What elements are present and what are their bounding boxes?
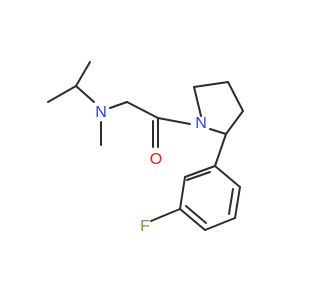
atom-label-carbonyl-oxygen: O [150,151,162,168]
bond-phenyl-right-bottom-double [228,188,234,215]
bond-phenyl-fluorine [150,208,181,222]
bond-ring-n-c2 [193,86,202,117]
molecule-structure: N N O F [47,61,244,235]
bond-phenyl-top-left [184,165,216,178]
bond-ch2-carbonyl [126,101,159,119]
atom-label-amine-nitrogen: N [95,104,107,121]
bond-phenyl-top-left-double [186,171,211,181]
molecule-canvas: N N O F [47,61,244,235]
bond-pyrrolidine-phenyl [214,133,227,167]
bond-ring-c5-n [209,128,227,135]
bond-ring-c3-c4 [227,81,244,112]
bond-carbonyl-n [157,117,191,125]
bond-phenyl-right-bottom [234,186,241,219]
bond-phenyl-left-bottom-double [185,205,207,224]
bond-isopropyl-methyl-top [75,61,91,87]
atom-label-fluorine: F [140,218,150,235]
bond-phenyl-left-top [179,176,186,210]
bond-n-ch2 [109,101,128,109]
bond-phenyl-right-top [214,165,241,188]
bond-ring-c2-c3 [193,81,229,88]
atom-label-ring-nitrogen: N [195,115,207,132]
bond-ring-c4-c5 [225,110,244,135]
bond-phenyl-left-bottom [179,208,206,231]
bond-phenyl-bottom-right [204,217,236,231]
bond-isopropyl-to-n [75,85,95,103]
bond-isopropyl-methyl-left [47,85,77,103]
